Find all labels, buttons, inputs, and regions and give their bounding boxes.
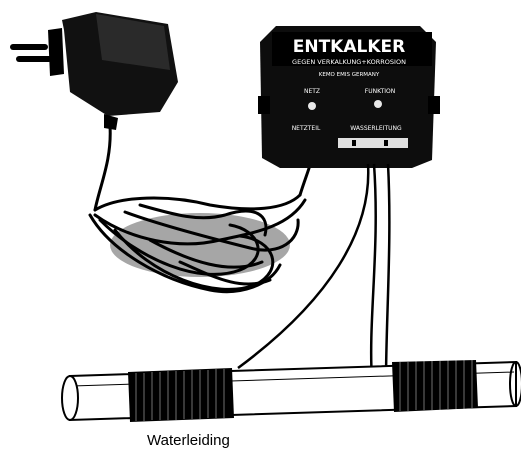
power-led bbox=[308, 102, 316, 110]
function-led bbox=[374, 100, 382, 108]
control-unit: ENTKALKER GEGEN VERKALKUNG+KORROSION KEM… bbox=[258, 26, 440, 168]
cable-bundle-shade bbox=[110, 213, 290, 277]
device-title: ENTKALKER bbox=[293, 37, 405, 57]
label-power: NETZ bbox=[304, 88, 320, 95]
label-water: WASSERLEITUNG bbox=[350, 125, 402, 132]
label-function: FUNKTION bbox=[365, 88, 395, 95]
device-brand: KEMO EMIS GERMANY bbox=[319, 72, 380, 78]
pipe-caption: Waterleiding bbox=[147, 432, 230, 449]
coil-right bbox=[392, 360, 478, 412]
power-adapter bbox=[10, 12, 178, 130]
output-terminal-strip bbox=[338, 138, 408, 148]
label-adapter: NETZTEIL bbox=[292, 125, 321, 132]
device-subtitle: GEGEN VERKALKUNG+KORROSION bbox=[292, 58, 406, 66]
signal-wires bbox=[238, 164, 389, 380]
